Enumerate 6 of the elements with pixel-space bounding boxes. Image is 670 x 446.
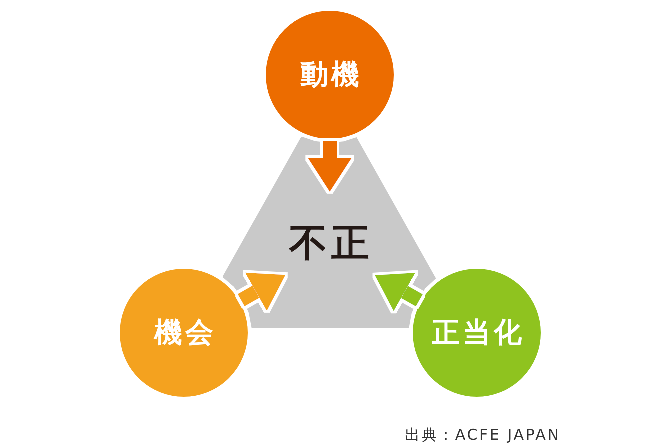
center-label: 不正 [288,220,374,265]
source-note: 出典：ACFE JAPAN [405,426,561,444]
circle-label: 機会 [153,316,216,350]
circle-label: 正当化 [431,316,525,350]
circle-label: 動機 [300,58,362,92]
block-arrow [308,141,352,192]
